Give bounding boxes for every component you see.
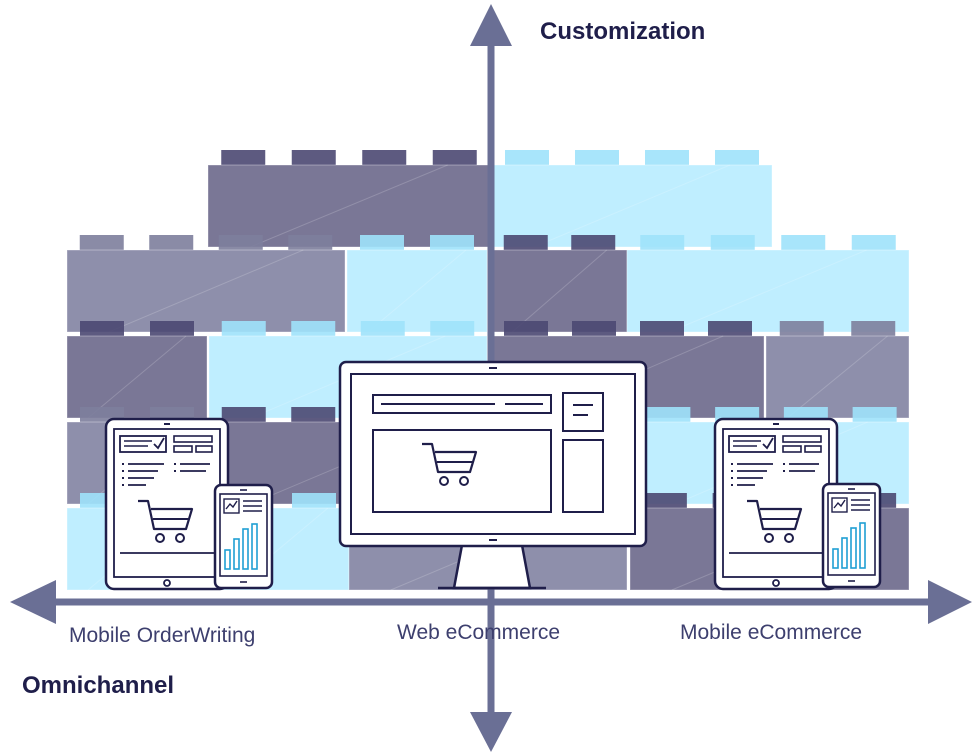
checklist-icon xyxy=(119,435,213,486)
brick-stud xyxy=(221,150,266,166)
brick-stud xyxy=(291,407,336,423)
lego-brick xyxy=(491,249,628,333)
channel-label-mobile-ecommerce: Mobile eCommerce xyxy=(680,621,863,644)
brick-stud xyxy=(291,321,336,337)
lego-brick xyxy=(626,249,910,333)
brick-stud xyxy=(432,150,477,166)
channel-label-mobile-orderwriting: Mobile OrderWriting xyxy=(69,624,256,647)
checklist-icon xyxy=(728,435,822,486)
tablet-and-phone-icon xyxy=(104,417,230,591)
brick-stud xyxy=(150,321,194,337)
brick-stud xyxy=(710,235,755,251)
brick-sheen xyxy=(108,249,304,333)
brick-stud xyxy=(292,493,336,509)
lego-brick xyxy=(346,249,488,333)
phone-icon xyxy=(821,482,882,589)
brick-stud xyxy=(360,235,404,251)
brick-stud xyxy=(149,235,194,251)
brick-stud xyxy=(781,235,826,251)
omnichannel-axis xyxy=(10,580,972,624)
lego-brick xyxy=(765,335,910,419)
brick-stud xyxy=(851,321,896,337)
brick-sheen xyxy=(367,249,467,333)
brick-stud xyxy=(430,321,475,337)
omnichannel-axis-label: Omnichannel xyxy=(22,672,175,699)
brick-stud xyxy=(645,150,689,166)
brick-stud xyxy=(503,235,548,251)
brick-stud xyxy=(505,150,549,166)
brick-sheen xyxy=(533,164,731,248)
brick-stud xyxy=(640,235,685,251)
lego-brick xyxy=(66,335,208,419)
brick-stud xyxy=(708,321,752,337)
brick-sheen xyxy=(669,249,867,333)
channel-label-web-ecommerce: Web eCommerce xyxy=(397,621,560,644)
brick-sheen xyxy=(787,335,888,419)
arrow-up-icon xyxy=(470,4,512,46)
brick-stud xyxy=(80,321,124,337)
brick-stud xyxy=(851,235,896,251)
phone-icon xyxy=(213,483,274,590)
brick-stud xyxy=(715,150,759,166)
brick-sheen xyxy=(511,249,608,333)
brick-stud xyxy=(642,493,687,509)
tablet-and-phone-icon xyxy=(713,417,839,591)
line-chart-icon xyxy=(831,497,870,513)
customization-axis-label: Customization xyxy=(540,18,706,45)
brick-stud xyxy=(571,235,616,251)
line-chart-icon xyxy=(223,498,262,514)
arrow-down-icon xyxy=(470,712,512,752)
brick-sheen xyxy=(87,335,187,419)
brick-stud xyxy=(852,407,897,423)
bar-chart-icon xyxy=(224,523,258,570)
brick-stud xyxy=(360,321,405,337)
brick-sheen xyxy=(250,164,448,248)
brick-stud xyxy=(79,235,124,251)
brick-stud xyxy=(221,407,266,423)
arrow-left-icon xyxy=(10,580,56,624)
brick-stud xyxy=(362,150,407,166)
brick-stud xyxy=(646,407,691,423)
brick-stud xyxy=(218,235,263,251)
brick-stud xyxy=(504,321,548,337)
brick-stud xyxy=(221,321,266,337)
arrow-right-icon xyxy=(928,580,972,624)
brick-stud xyxy=(640,321,684,337)
brick-stud xyxy=(288,235,333,251)
brick-stud xyxy=(779,321,824,337)
brick-stud xyxy=(572,321,616,337)
lego-brick xyxy=(66,249,346,333)
brick-stud xyxy=(575,150,619,166)
desktop-monitor-icon xyxy=(338,360,648,590)
bar-chart-icon xyxy=(832,522,866,569)
brick-stud xyxy=(291,150,336,166)
brick-stud xyxy=(430,235,474,251)
